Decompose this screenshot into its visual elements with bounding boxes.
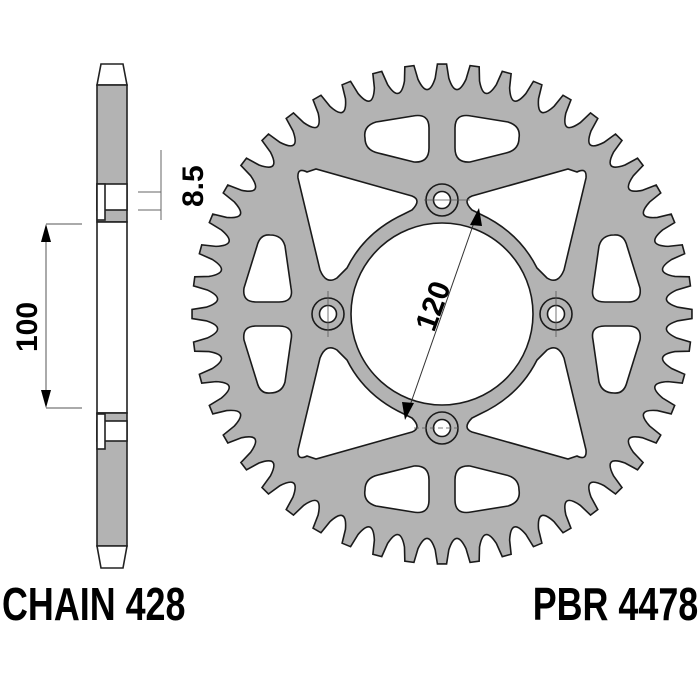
profile-hub: [96, 221, 128, 414]
lightening-holes: [242, 114, 642, 514]
dimension-bolt-circle: [402, 208, 482, 420]
dimension-flange-thickness-label: 8.5: [177, 165, 210, 207]
bolt-holes: [311, 183, 573, 445]
bolt-hole-top: [424, 183, 470, 217]
profile-bottom-bevel: [96, 545, 128, 569]
profile-upper-flange: [96, 183, 106, 221]
window-bottom-right: [466, 347, 587, 460]
hole-bottom-left: [363, 465, 430, 514]
hole-top-left: [363, 114, 430, 163]
sprocket-front-view: 120: [191, 63, 693, 565]
dimension-hub-height-label: 100: [11, 302, 44, 352]
hole-right-lower: [591, 325, 642, 394]
window-top-right: [466, 168, 587, 281]
chain-size-label: CHAIN 428: [2, 578, 186, 630]
hole-bottom-right: [454, 465, 521, 514]
dimension-hub-height: [41, 223, 82, 409]
profile-top-bevel: [96, 63, 128, 86]
hole-left-upper: [242, 234, 293, 303]
bolt-hole-bottom: [414, 411, 460, 445]
profile-lower-flange: [96, 413, 106, 450]
bolt-hole-right: [539, 291, 573, 337]
side-profile: [96, 63, 128, 569]
hole-right-upper: [591, 234, 642, 303]
window-top-left: [297, 168, 418, 281]
window-bottom-left: [297, 347, 418, 460]
dimension-flange-thickness: [138, 150, 162, 220]
bolt-hole-left: [311, 291, 345, 337]
spoke-windows: [297, 168, 587, 460]
part-number-label: PBR 4478: [532, 578, 698, 630]
hole-top-right: [454, 114, 521, 163]
hole-left-lower: [242, 325, 293, 394]
